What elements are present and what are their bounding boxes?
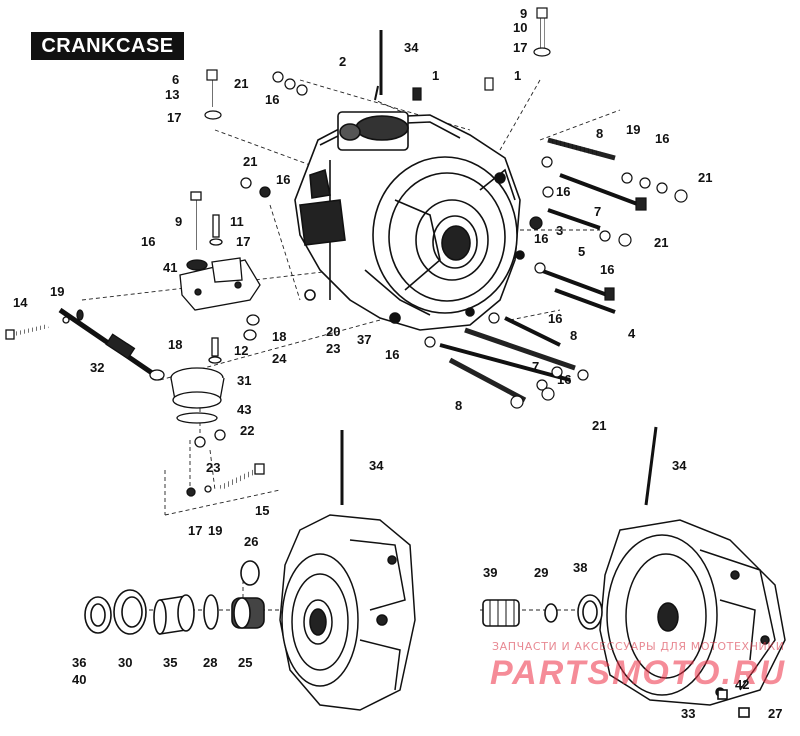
part-label: 26 [244, 534, 258, 549]
part-label: 19 [626, 122, 640, 137]
part-label: 36 [72, 655, 86, 670]
part-label: 16 [655, 131, 669, 146]
part-label: 16 [385, 347, 399, 362]
part-label: 8 [455, 398, 462, 413]
part-label: 7 [532, 359, 539, 374]
bearing-set-left [84, 560, 265, 635]
part-label: 8 [596, 126, 603, 141]
part-label: 17 [167, 110, 181, 125]
part-label: 17 [188, 523, 202, 538]
part-label: 21 [234, 76, 248, 91]
part-label: 12 [234, 343, 248, 358]
bolt-set-upper [424, 137, 688, 409]
part-label: 21 [698, 170, 712, 185]
part-label: 11 [230, 214, 244, 229]
part-label: 16 [557, 372, 571, 387]
part-label: 8 [570, 328, 577, 343]
part-label: 39 [483, 565, 497, 580]
part-label: 17 [236, 234, 250, 249]
watermark-logo: PARTSMOTO.RU [490, 654, 787, 692]
part-label: 7 [594, 204, 601, 219]
part-label: 34 [404, 40, 419, 55]
part-label: 17 [513, 40, 527, 55]
part-label: 16 [265, 92, 279, 107]
part-label: 18 [272, 329, 286, 344]
part-label: 34 [369, 458, 384, 473]
part-label: 41 [163, 260, 177, 275]
part-label: 43 [237, 402, 251, 417]
part-label: 16 [548, 311, 562, 326]
part-label: 1 [432, 68, 439, 83]
part-label: 22 [240, 423, 254, 438]
part-label: 16 [534, 231, 548, 246]
long-studs [340, 426, 658, 506]
part-label: 5 [578, 244, 585, 259]
part-label: 25 [238, 655, 252, 670]
part-label: 4 [628, 326, 636, 341]
part-label: 24 [272, 351, 287, 366]
part-label: 23 [326, 341, 340, 356]
part-label: 21 [243, 154, 257, 169]
part-label: 37 [357, 332, 371, 347]
right-case-half [599, 519, 786, 706]
part-label: 34 [672, 458, 687, 473]
part-label: 38 [573, 560, 587, 575]
part-label: 3 [556, 223, 563, 238]
top-studs [204, 7, 551, 120]
part-label: 33 [681, 706, 695, 721]
part-label: 16 [556, 184, 570, 199]
part-label: 2 [339, 54, 346, 69]
part-label: 19 [50, 284, 64, 299]
part-label: 16 [600, 262, 614, 277]
part-label: 20 [326, 324, 340, 339]
part-label: 32 [90, 360, 104, 375]
bearing-set-right [482, 594, 750, 718]
part-label: 9 [175, 214, 182, 229]
part-label: 27 [768, 706, 782, 721]
part-label: 16 [276, 172, 290, 187]
part-label: 31 [237, 373, 251, 388]
part-label: 15 [255, 503, 269, 518]
part-label: 9 [520, 6, 527, 21]
part-label: 21 [654, 235, 668, 250]
part-label: 19 [208, 523, 222, 538]
part-label: 6 [172, 72, 179, 87]
part-label: 29 [534, 565, 548, 580]
part-label: 35 [163, 655, 177, 670]
part-label: 13 [165, 87, 179, 102]
diagram-title: CRANKCASE [31, 32, 184, 60]
part-label: 23 [206, 460, 220, 475]
left-case-half [279, 514, 416, 711]
part-label: 1 [514, 68, 521, 83]
watermark-tagline: ЗАПЧАСТИ И АКСЕССУАРЫ ДЛЯ МОТОТЕХНИКИ [492, 640, 785, 653]
part-label: 16 [141, 234, 155, 249]
part-label: 42 [735, 677, 749, 692]
crankcase-assembly [294, 111, 525, 331]
engine-mount-assembly [5, 177, 271, 497]
part-label: 30 [118, 655, 132, 670]
part-label: 10 [513, 20, 527, 35]
part-label: 14 [13, 295, 28, 310]
part-label: 28 [203, 655, 217, 670]
part-label: 21 [592, 418, 606, 433]
part-label: 18 [168, 337, 182, 352]
part-label: 40 [72, 672, 86, 687]
part-number-labels: 1 1 2 34 9 10 17 6 13 17 21 16 8 19 16 2… [13, 6, 782, 721]
